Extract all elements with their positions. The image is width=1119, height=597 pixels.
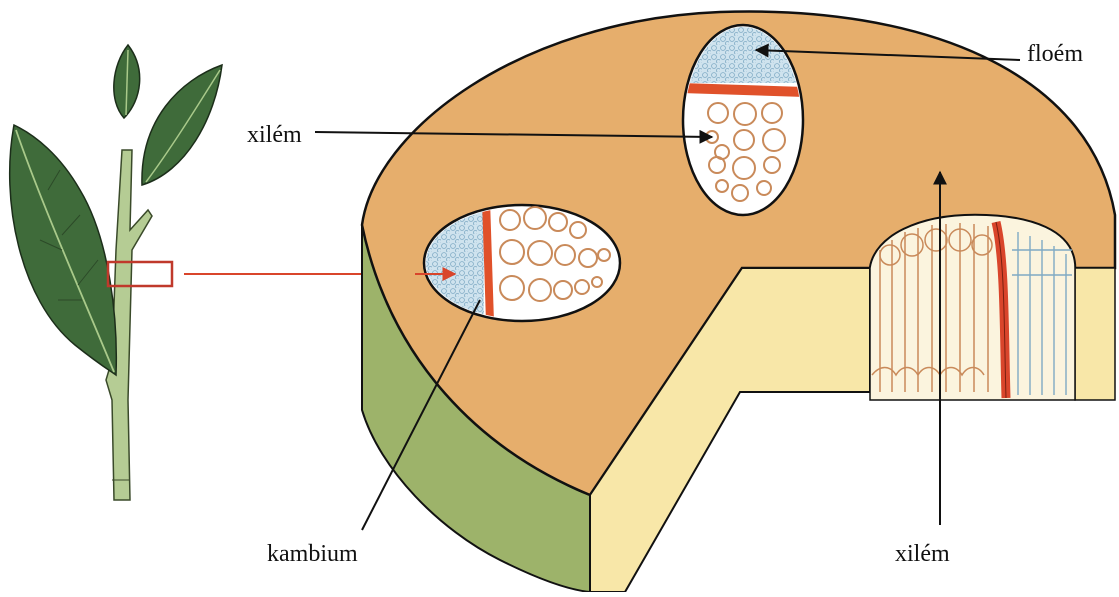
cambium-left: [486, 200, 490, 322]
cut-face-right: [1075, 268, 1115, 400]
plant-right-leaf: [142, 65, 222, 185]
label-xilem-top: xilém: [247, 123, 302, 147]
cut-vascular-bundle: [870, 215, 1075, 400]
plant-illustration: [10, 45, 415, 500]
stem-section-block: [362, 11, 1115, 592]
label-xilem-bottom: xilém: [895, 542, 950, 566]
label-kambium: kambium: [267, 542, 358, 566]
vascular-bundle-top: [683, 25, 803, 215]
label-floem: floém: [1027, 42, 1083, 66]
cambium-top: [683, 88, 803, 92]
